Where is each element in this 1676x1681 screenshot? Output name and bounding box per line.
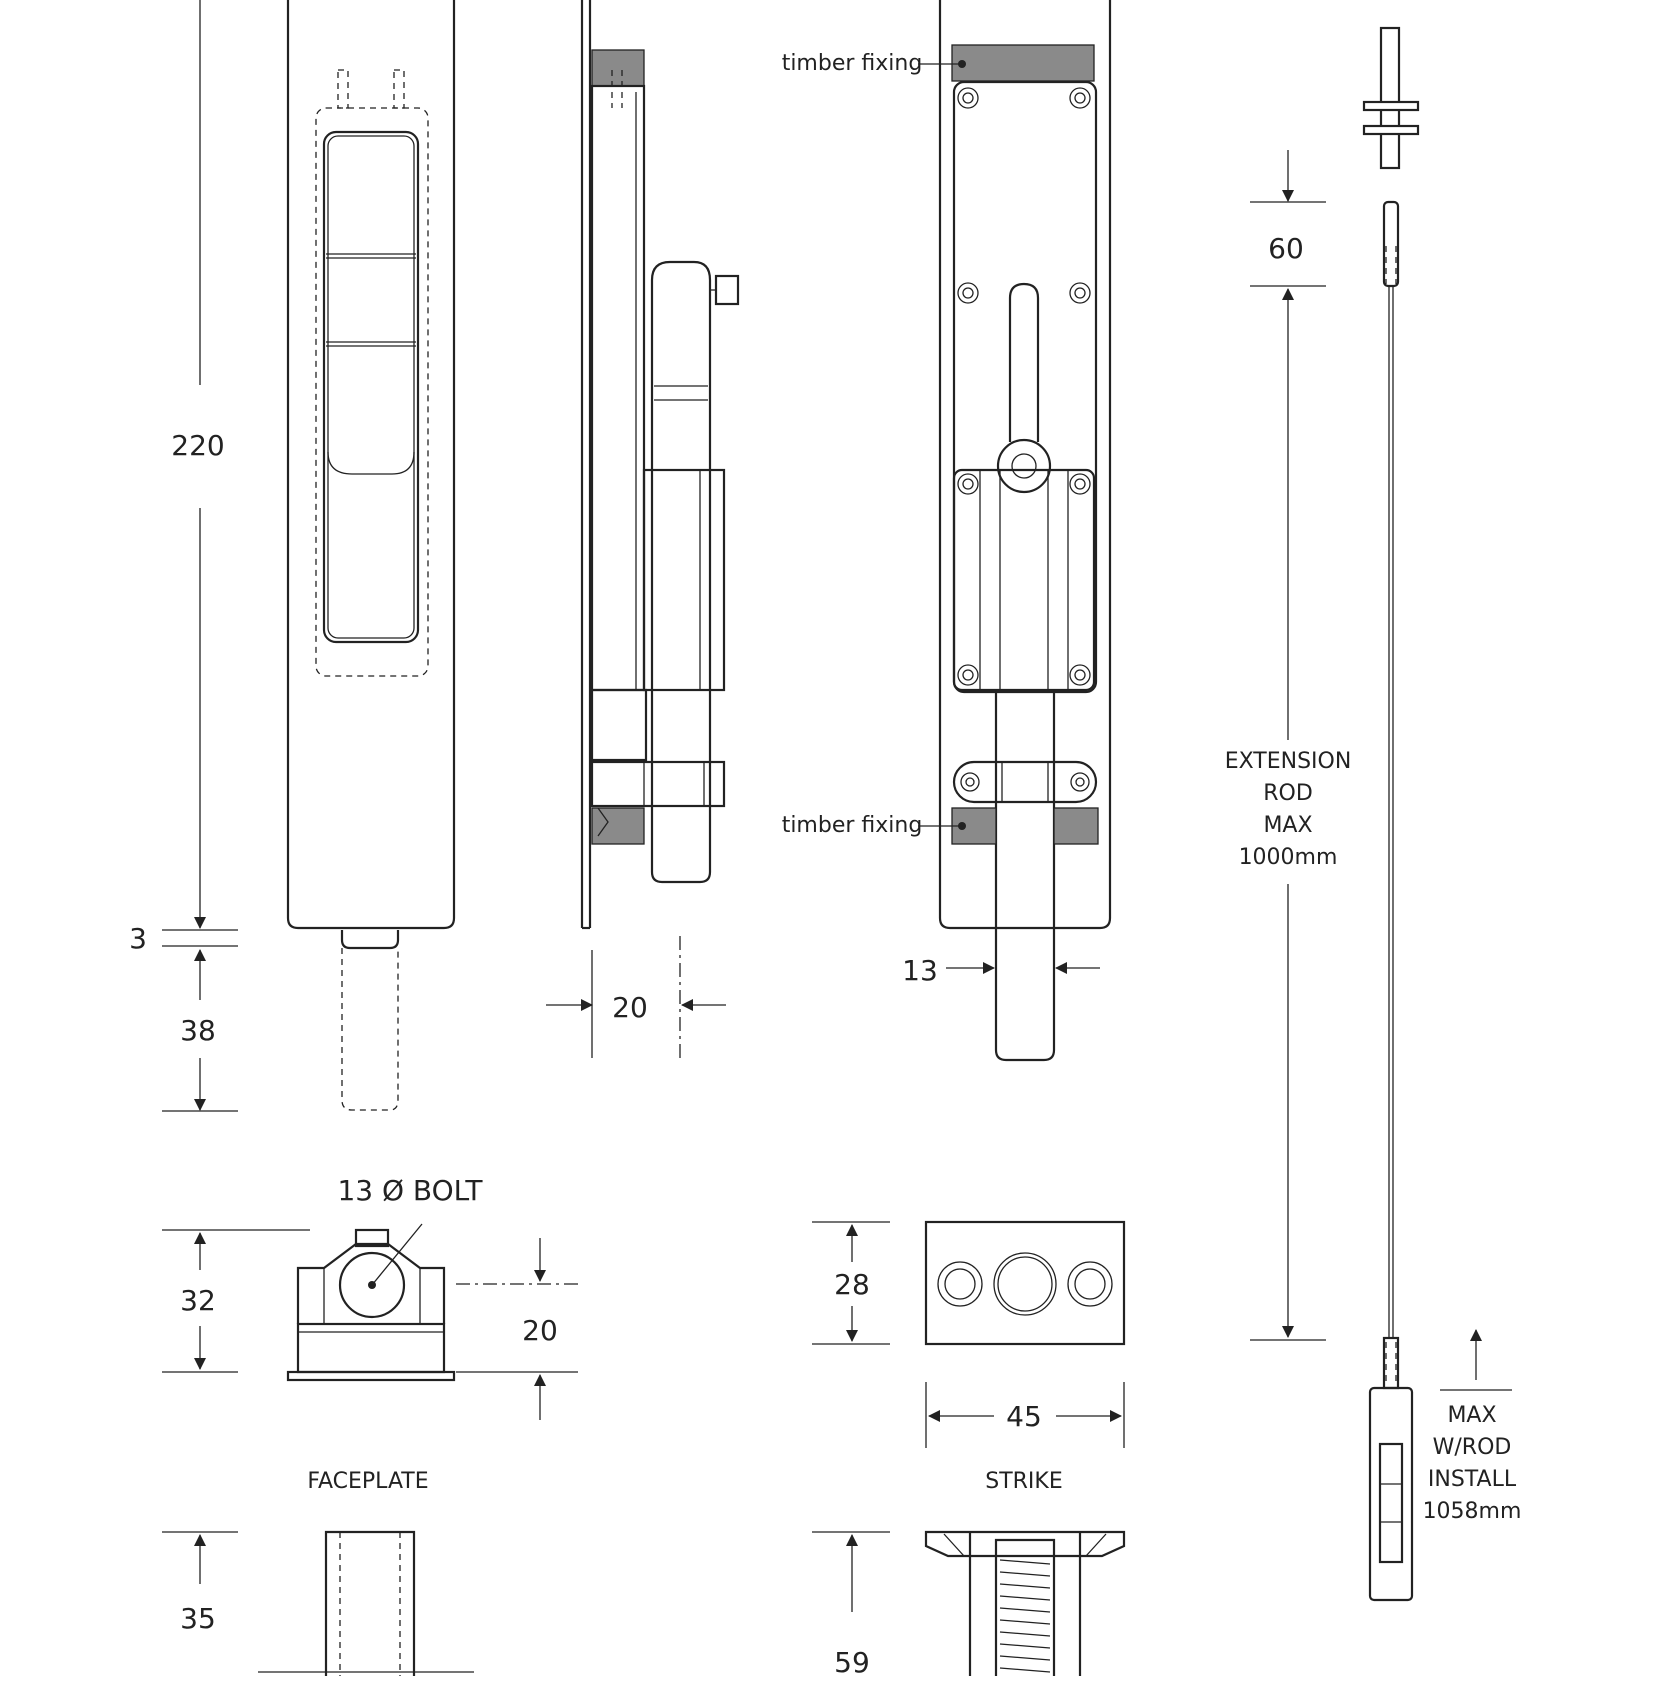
dim-38-text: 38 [180,1014,216,1047]
back-view [938,0,1112,1062]
side-view [580,0,740,930]
dimension-13: 13 [902,954,1100,987]
dim-32-text: 32 [180,1284,216,1317]
dim-13-text: 13 [902,954,938,987]
dim-20-end-text: 20 [522,1314,558,1347]
timber-fixing-callout-top: timber fixing [782,51,966,76]
max-install-line-3: INSTALL [1428,1467,1517,1492]
extension-rod-line-2: ROD [1263,781,1313,806]
strike-plate-view [924,1220,1126,1346]
max-install-line-2: W/ROD [1433,1435,1512,1460]
strike-section [924,1530,1126,1676]
dimension-38: 38 [162,949,238,1112]
dim-59-text: 59 [834,1646,870,1676]
dimension-28: 28 [812,1221,890,1345]
bolt-label: 13 Ø BOLT [337,1174,483,1207]
extension-rod-line-3: MAX [1263,813,1312,838]
faceplate-section [258,1530,474,1676]
dimension-extension-rod: EXTENSION ROD MAX 1000mm [1225,288,1352,1341]
dim-35-text: 35 [180,1602,216,1635]
dimension-220: 220 [171,0,225,929]
dimension-20-end: 20 [456,1238,578,1420]
dimension-59: 59 [812,1531,890,1679]
dim-20-side-text: 20 [612,991,648,1024]
max-install-line-4: 1058mm [1423,1499,1522,1524]
dimension-max-install: MAX W/ROD INSTALL 1058mm [1423,1329,1522,1524]
extension-rod [1362,26,1420,1602]
dim-220-text: 220 [171,429,224,462]
extension-rod-line-1: EXTENSION [1225,749,1352,774]
dimension-32: 32 [162,1229,310,1373]
end-view: 13 Ø BOLT [286,1174,483,1382]
dimension-3: 3 [129,922,238,955]
timber-fixing-label-bottom: timber fixing [782,813,923,838]
dimension-45: 45 [925,1382,1125,1448]
timber-fixing-label-top: timber fixing [782,51,923,76]
faceplate-label: FACEPLATE [307,1469,428,1494]
dim-45-text: 45 [1006,1400,1042,1433]
extension-rod-line-4: 1000mm [1239,845,1338,870]
dimension-20-side: 20 [546,936,726,1058]
front-view [286,0,456,1111]
dim-28-text: 28 [834,1268,870,1301]
dimension-35: 35 [162,1531,238,1635]
strike-label: STRIKE [985,1469,1063,1494]
dim-60-text: 60 [1268,232,1304,265]
timber-fixing-callout-bottom: timber fixing [782,813,966,838]
dimension-60: 60 [1250,150,1326,287]
dim-3-text: 3 [129,922,147,955]
max-install-line-1: MAX [1447,1403,1496,1428]
